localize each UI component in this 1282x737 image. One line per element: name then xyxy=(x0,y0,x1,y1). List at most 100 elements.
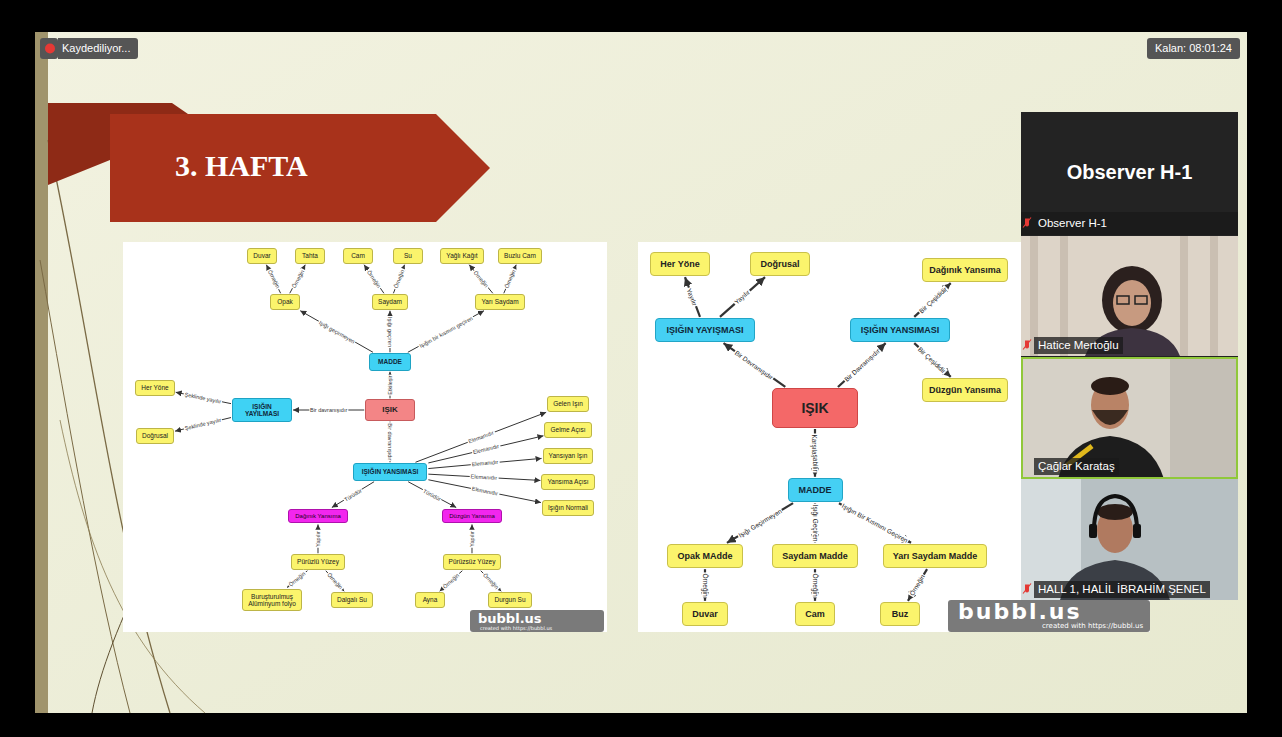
timer-badge: Kalan: 08:01:24 xyxy=(1147,38,1240,59)
room-wall xyxy=(1170,357,1238,479)
edge-label: Bir Çeşididir xyxy=(917,285,949,315)
concept-box: Pürüzsüz Yüzey xyxy=(443,554,502,569)
connector-arrow xyxy=(408,311,484,353)
node-text: Pürüzlü Yüzey xyxy=(297,558,339,565)
person-hair xyxy=(1097,504,1133,520)
edge-label: Elemanıdır xyxy=(470,459,499,468)
node-text: Yarı Saydam xyxy=(481,298,518,305)
edge-label: Karşılaşabilir xyxy=(811,433,818,472)
node-text: Dağınık Yansıma xyxy=(929,265,1000,275)
person-hair xyxy=(1091,377,1129,395)
participant-tile: Çağlar Karataş xyxy=(1021,357,1238,479)
connector-arrow xyxy=(469,265,493,294)
connector-arrow xyxy=(685,277,700,317)
node-text: Yağlı Kağıt xyxy=(446,252,477,259)
participant-tile: Observer H-1 xyxy=(1021,212,1238,235)
central-box: IŞIK xyxy=(772,388,857,428)
node-text: Dalgalı Su xyxy=(337,596,367,603)
concept-box: Buzlu Cam xyxy=(498,248,542,263)
node-text: Cam xyxy=(349,252,367,259)
edge-label: Yayılır xyxy=(733,288,753,306)
concept-box: IŞIĞIN YANSIMASI xyxy=(850,318,951,342)
edge-label: Işığın Bir Kısmını Geçiren xyxy=(840,502,910,545)
edge-label: Elemanıdır xyxy=(471,443,500,455)
node-text: Kalan: 08:01:24 xyxy=(1155,42,1232,55)
concept-box: Her Yöne xyxy=(135,380,174,395)
concept-box: Düzgün Yansıma xyxy=(922,378,1008,402)
connector-arrow xyxy=(300,311,373,353)
concept-box: Pürüzlü Yüzey xyxy=(291,554,345,569)
slide-background xyxy=(35,32,1247,713)
concept-box: Tahta xyxy=(295,248,325,263)
node-text: Su xyxy=(399,252,417,259)
edge-label: Örneğin xyxy=(441,572,461,591)
node-text: MADDE xyxy=(799,485,832,495)
edge-label: Yapılır xyxy=(469,530,475,548)
node-text: Tahta xyxy=(301,252,319,259)
connector-arrow xyxy=(481,571,502,592)
edge-label: Örneğin xyxy=(481,571,501,591)
connector-arrow xyxy=(332,482,374,508)
node-text: Hatice Mertoğlu xyxy=(1034,337,1123,354)
connector-arrow xyxy=(428,474,540,480)
concept-box: IŞIĞIN YAYILMASI xyxy=(232,398,292,423)
node-text: Duvar xyxy=(253,252,271,259)
edge-label: Yayılır xyxy=(686,286,700,307)
connector-arrow xyxy=(364,265,384,294)
mic-slash xyxy=(1023,340,1031,350)
edge-label: Şeklinde yayılır xyxy=(183,417,223,432)
node-text: Gelme Açısı xyxy=(550,426,585,433)
person-beard xyxy=(1092,410,1128,425)
connector-arrow xyxy=(440,571,463,592)
node-text: Opak MAdde xyxy=(677,551,732,561)
edge-label: Örneğin xyxy=(472,269,490,289)
node-text: Her Yöne xyxy=(141,384,168,391)
edge-label: Örneğin xyxy=(266,268,281,290)
video-background xyxy=(1021,479,1238,600)
concept-box: Yarı Saydam xyxy=(475,294,524,309)
concept-box: Duvar xyxy=(682,602,728,626)
record-dot xyxy=(45,44,55,54)
node-text: Duvar xyxy=(692,609,718,619)
node-text: Çağlar Karataş xyxy=(1034,458,1119,475)
node-text: Buz xyxy=(890,609,910,619)
edge-label: Işığı geçirmeyen xyxy=(317,318,357,344)
connector-arrow xyxy=(504,265,516,294)
edge-label: Işığı geçiren xyxy=(387,316,393,348)
recording-badge: Kaydediliyor... xyxy=(58,38,138,59)
glasses xyxy=(1117,296,1129,304)
tile-strip-bg xyxy=(1021,212,1238,235)
headphones xyxy=(1094,496,1137,530)
node-text: Buruşturulmuş Alüminyum folyo xyxy=(248,593,296,608)
edge-label: Örneğin xyxy=(503,268,517,290)
video-background xyxy=(1021,357,1238,479)
node-text: Cam xyxy=(805,609,825,619)
concept-box: Durgun Su xyxy=(488,592,531,607)
panel-heading: Observer H-1 xyxy=(1021,160,1238,184)
concept-box: Yarı Saydam Madde xyxy=(883,544,988,568)
concept-box: Gelen Işın xyxy=(547,396,589,411)
mic-muted-icon xyxy=(1023,584,1031,594)
recording-badge-bg xyxy=(40,38,58,59)
node-text: IŞIĞIN YAYILMASI xyxy=(241,403,283,418)
edge-label: Bir davranışıdır xyxy=(387,422,393,461)
edge-label: Şeklinde yayılır xyxy=(183,391,223,405)
concept-box: Gelme Açısı xyxy=(544,422,591,437)
concept-box: Saydam xyxy=(372,294,408,309)
concept-box: Doğrusal xyxy=(750,252,809,276)
node-text: Doğrusal xyxy=(760,259,799,269)
edge-label: Bir Davranışıdır xyxy=(733,349,776,382)
node-text: IŞIK xyxy=(382,405,398,414)
node-text: Doğrusal xyxy=(142,432,168,439)
edge-label: Bir Davranışıdır xyxy=(842,347,881,384)
headphones xyxy=(1089,524,1097,538)
mic-muted-icon xyxy=(1023,340,1031,350)
node-text: Her Yöne xyxy=(660,259,699,269)
connector-arrow xyxy=(266,265,280,294)
node-text: Düzgün Yansıma xyxy=(929,385,1001,395)
node-text: Yarı Saydam Madde xyxy=(893,551,978,561)
node-text: IŞIĞIN YANSIMASI xyxy=(362,468,419,475)
edge-label: Türüdür xyxy=(421,487,443,502)
connector-arrow xyxy=(838,343,886,387)
